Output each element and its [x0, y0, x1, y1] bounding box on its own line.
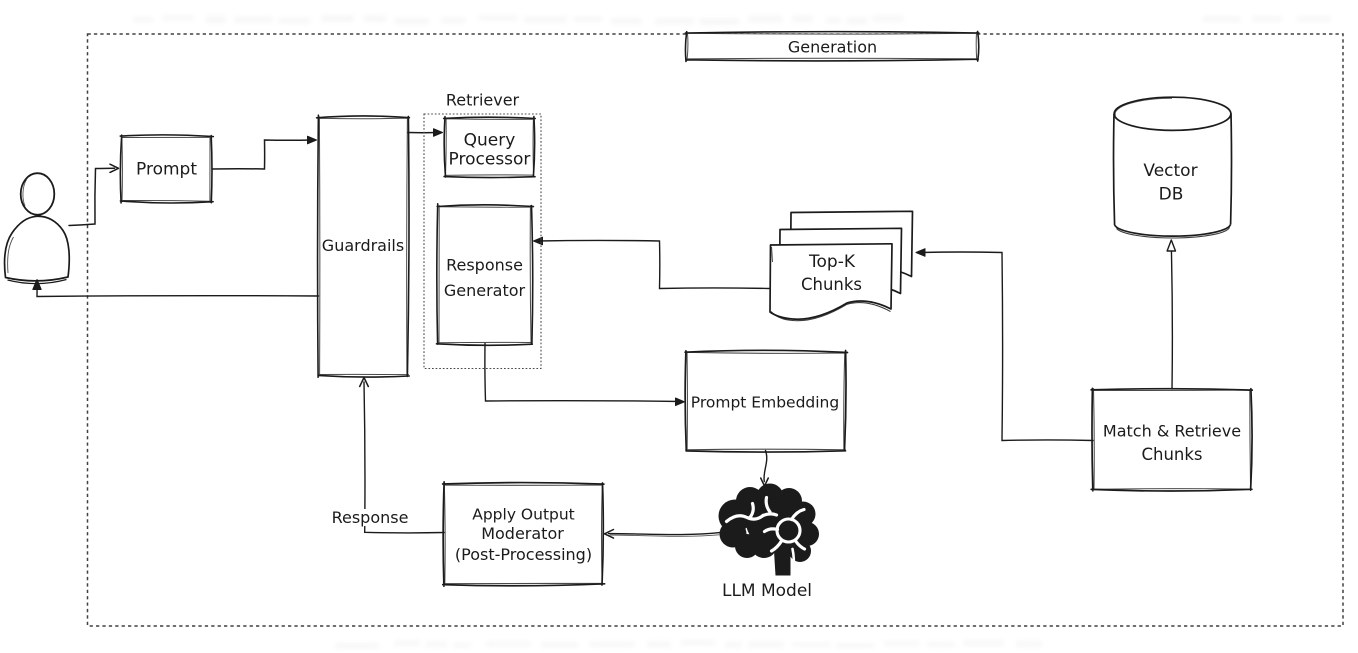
response-generator-label-line2: Generator: [444, 281, 526, 300]
llm-brain-icon: [718, 483, 819, 576]
retriever-group-label: Retriever: [446, 91, 520, 110]
node-apply-output-moderator: [441, 481, 606, 588]
response-generator-label-line1: Response: [446, 256, 523, 275]
user-person-icon: [3, 172, 71, 285]
response-edge-label-bg: [331, 509, 409, 526]
node-prompt-embedding: [684, 349, 849, 453]
node-match-retrieve-chunks: [1090, 387, 1254, 492]
apply-output-moderator-label-line1: Apply Output: [472, 506, 575, 524]
prompt-embedding-label: Prompt Embedding: [691, 394, 839, 412]
ghost-text-artifacts: [133, 15, 1331, 649]
prompt-label: Prompt: [136, 160, 197, 180]
vector-db-label-line2: DB: [1159, 185, 1184, 205]
top-k-chunks-label-line2: Chunks: [801, 275, 862, 294]
vector-db-label-line1: Vector: [1143, 161, 1197, 181]
top-k-chunks-label-line1: Top-K: [808, 252, 856, 272]
match-retrieve-chunks-label-line1: Match & Retrieve: [1103, 422, 1241, 441]
query-processor-label-line2: Processor: [449, 150, 531, 170]
generation-banner: [684, 30, 980, 63]
node-guardrails: [315, 114, 411, 378]
llm-model-label: LLM Model: [722, 581, 812, 601]
node-prompt: [119, 134, 215, 204]
node-top-k-chunks: [769, 210, 914, 322]
retriever-group-label-bg: [441, 92, 524, 108]
apply-output-moderator-label-line3: (Post-Processing): [455, 545, 592, 564]
node-query-processor: [442, 115, 536, 179]
retriever-group: [423, 113, 542, 370]
query-processor-label-line1: Query: [464, 131, 516, 151]
match-retrieve-chunks-label-line2: Chunks: [1141, 445, 1202, 464]
response-edge-label: Response: [332, 508, 409, 527]
apply-output-moderator-label-line2: Moderator: [481, 524, 564, 543]
guardrails-label: Guardrails: [322, 236, 404, 255]
node-vector-db: [1112, 96, 1233, 239]
node-response-generator: [435, 203, 535, 347]
generation-banner-label: Generation: [788, 37, 877, 56]
